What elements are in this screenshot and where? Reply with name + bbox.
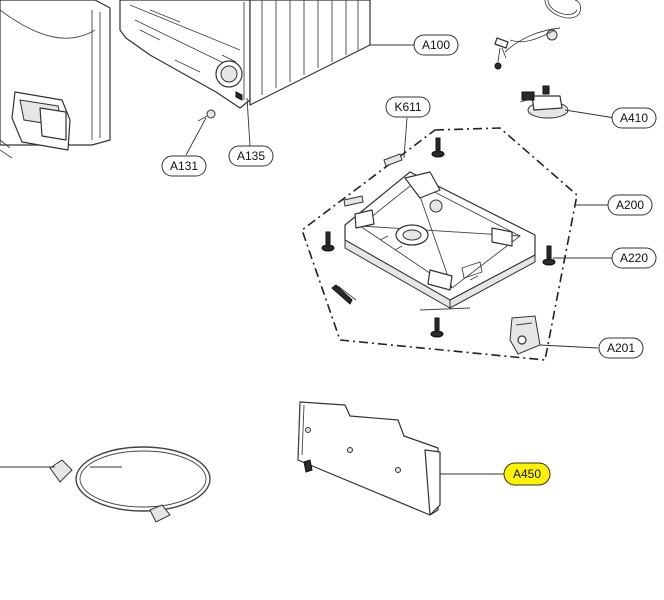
assembly-boundary-line xyxy=(301,127,578,361)
callout-a135-label: A135 xyxy=(237,149,265,163)
callout-a201-label: A201 xyxy=(607,341,635,355)
callout-a220-label: A220 xyxy=(620,251,648,265)
callout-a410-label: A410 xyxy=(620,111,648,125)
rear-cover-part xyxy=(297,401,441,516)
callout-a100: A100 xyxy=(413,34,459,56)
screw-k611-part xyxy=(343,153,403,207)
base-frame-part xyxy=(344,171,536,311)
callout-a135: A135 xyxy=(228,145,274,167)
callout-a220: A220 xyxy=(611,247,657,269)
callout-a201: A201 xyxy=(598,337,644,359)
cabinet-part xyxy=(119,0,371,109)
callout-a410: A410 xyxy=(611,107,657,129)
callout-a450[interactable]: A450 xyxy=(503,462,551,486)
screw-a131-part xyxy=(197,109,216,122)
leveling-foot-part xyxy=(321,137,556,338)
callout-k611: K611 xyxy=(385,96,431,118)
inlet-hose-part xyxy=(49,446,211,523)
callout-a200: A200 xyxy=(607,194,653,216)
callout-a100-label: A100 xyxy=(422,38,450,52)
bracket-a201-part xyxy=(509,315,541,355)
leader-lines xyxy=(0,44,616,475)
callout-a131: A131 xyxy=(161,155,207,177)
clip-part xyxy=(331,284,357,305)
detergent-drawer-part xyxy=(0,91,71,159)
callout-a450-label: A450 xyxy=(513,467,541,481)
pressure-sensor-part xyxy=(519,85,569,119)
callout-a200-label: A200 xyxy=(616,198,644,212)
callout-k611-label: K611 xyxy=(394,100,421,114)
wire-harness-part xyxy=(494,0,582,70)
callout-a131-label: A131 xyxy=(170,159,198,173)
